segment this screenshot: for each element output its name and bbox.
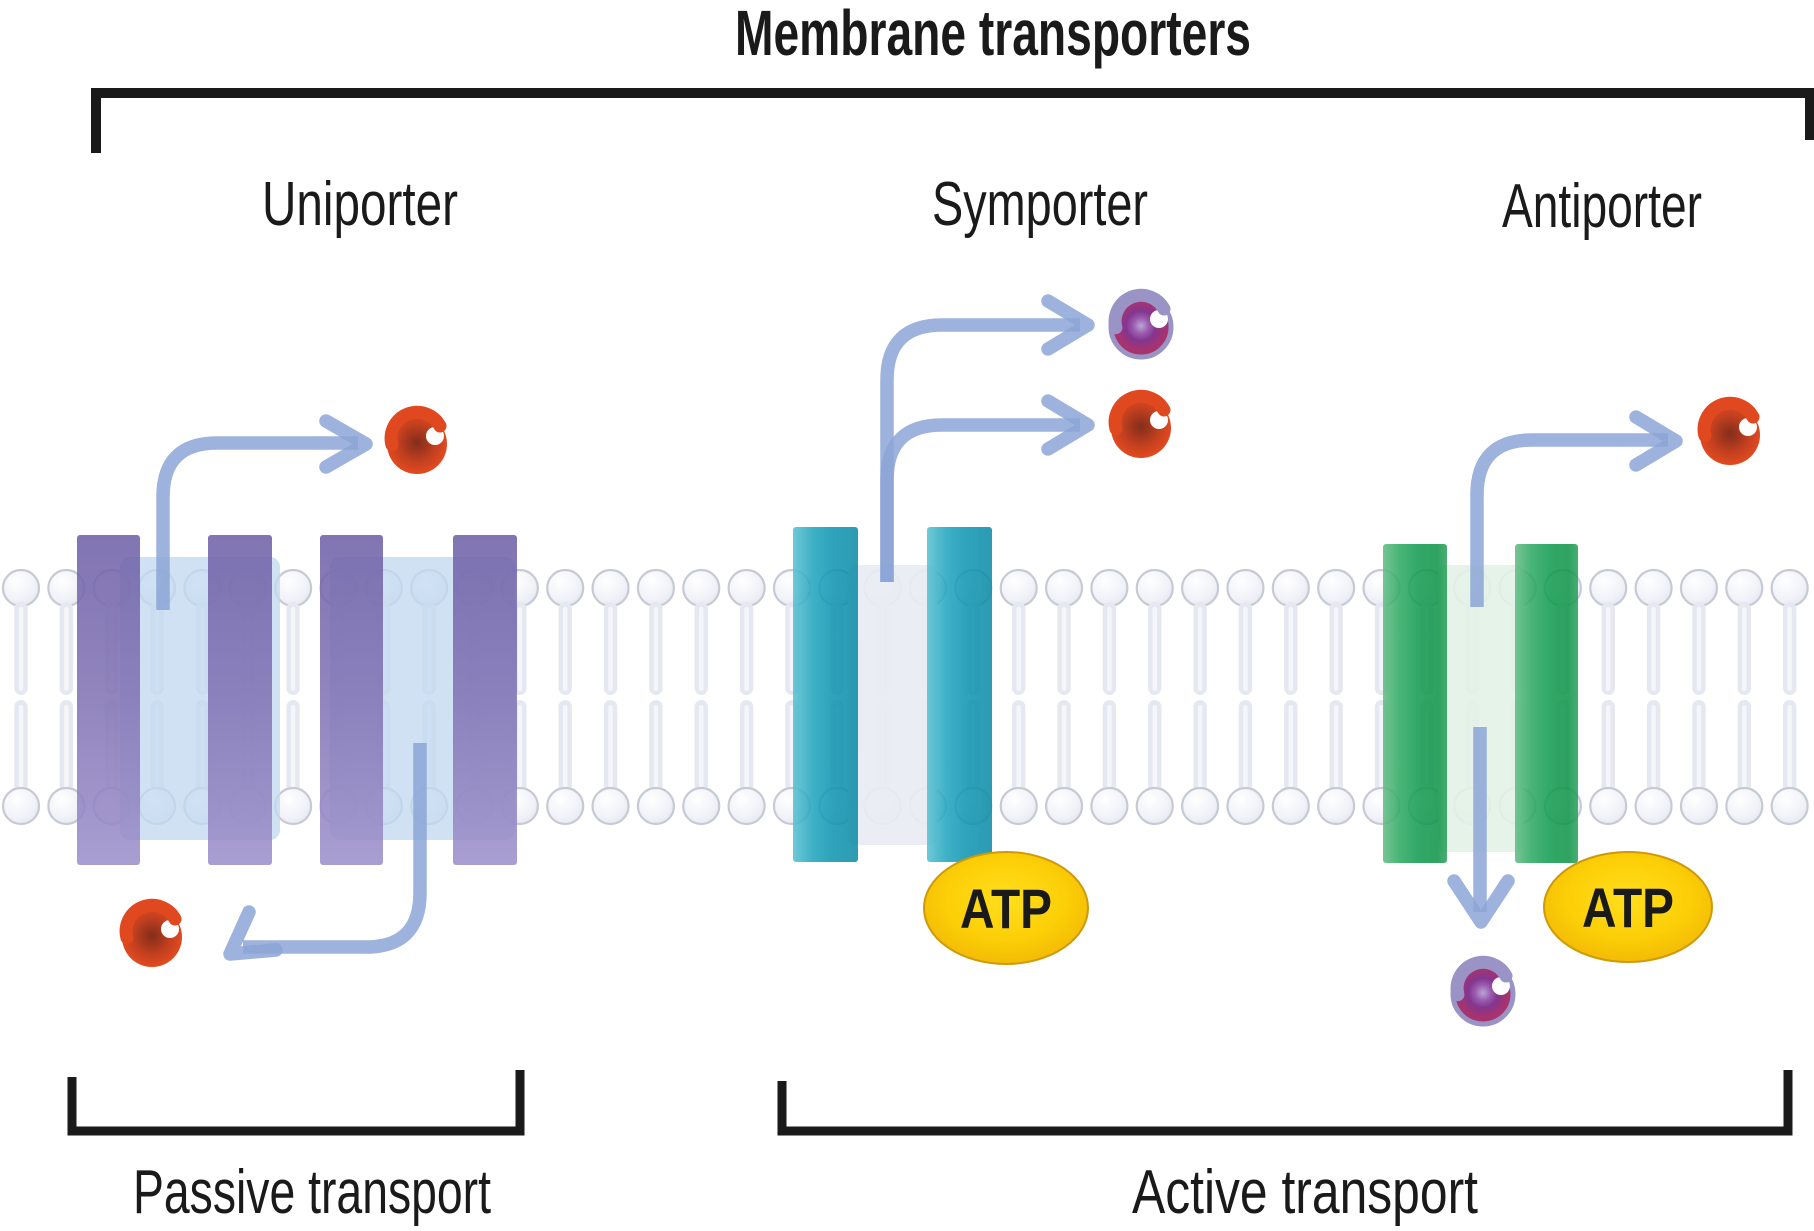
molecule-hook xyxy=(1108,288,1171,335)
uniporter-pillar-4 xyxy=(453,535,517,865)
lipid-column xyxy=(1317,568,1356,826)
uniporter-in-arrow xyxy=(243,743,427,954)
lipid-column xyxy=(1180,568,1220,826)
lipid-column xyxy=(682,568,721,826)
antiporter-pillars xyxy=(1383,544,1578,863)
symporter-label: Symporter xyxy=(932,170,1148,239)
molecule-hook xyxy=(1450,955,1513,1002)
bracket-passive xyxy=(67,1070,525,1136)
lipid-column xyxy=(1634,568,1673,826)
symporter-pillar-2 xyxy=(927,527,992,862)
atp-label: ATP xyxy=(960,877,1052,940)
molecule-red xyxy=(384,405,447,474)
transported-molecules xyxy=(119,288,1760,1027)
uniporter-pillar-2 xyxy=(208,535,272,865)
symporter-arrow-2 xyxy=(880,418,1080,582)
molecule-red xyxy=(1108,389,1171,458)
antiporter-label: Antiporter xyxy=(1502,172,1702,241)
lipid-column xyxy=(546,568,585,826)
molecule-hook xyxy=(384,405,447,452)
uniporter-label: Uniporter xyxy=(262,170,458,239)
molecule-hook xyxy=(1108,389,1171,436)
antiporter-atp: ATP xyxy=(1543,851,1713,963)
lipid-column xyxy=(999,568,1038,826)
lipid-column xyxy=(1044,568,1084,826)
lipid-column xyxy=(274,568,313,826)
symporter-arrow-1 xyxy=(880,318,1080,582)
bracket-top xyxy=(91,88,1814,153)
lipid-column xyxy=(1679,568,1719,826)
lipid-column xyxy=(727,568,766,826)
symporter-atp: ATP xyxy=(923,851,1089,965)
lipid-column xyxy=(1725,568,1764,826)
symporter-pillars xyxy=(793,527,992,862)
antiporter-pillar-2 xyxy=(1515,544,1578,863)
symporter-arrowhead-2-icon xyxy=(1041,394,1095,456)
antiporter-out-arrow xyxy=(1470,433,1668,607)
antiporter-in-arrowhead-icon xyxy=(1447,874,1515,929)
atp-ellipse xyxy=(1543,851,1713,963)
active-transport-label: Active transport xyxy=(1132,1158,1478,1227)
symporter-pillar-1 xyxy=(793,527,858,862)
symporter-channel xyxy=(848,565,937,845)
lipid-column xyxy=(1135,568,1174,826)
molecule-purple xyxy=(1108,288,1174,360)
molecule-red xyxy=(1697,396,1760,465)
transport-arrows xyxy=(156,294,1683,961)
bracket-active xyxy=(777,1070,1793,1136)
uniporter-pillar-1 xyxy=(77,535,140,865)
lipid-column xyxy=(1589,568,1628,826)
atp-label: ATP xyxy=(1582,876,1674,939)
symporter-arrowhead-1-icon xyxy=(1041,294,1095,356)
uniporter-in-arrowhead-icon xyxy=(223,905,283,961)
uniporter-out-arrowhead-icon xyxy=(319,414,373,474)
lipid-column xyxy=(1271,568,1310,826)
lipid-column xyxy=(636,568,676,826)
uniporter-pillars xyxy=(77,535,517,865)
molecule-red xyxy=(119,898,182,967)
lipid-column xyxy=(1090,568,1129,826)
lipid-column xyxy=(1770,568,1809,826)
molecule-hook xyxy=(1697,396,1760,443)
uniporter-pillar-3 xyxy=(320,535,383,865)
lipid-column xyxy=(1226,568,1265,826)
antiporter-pillar-1 xyxy=(1383,544,1447,863)
atp-ellipse xyxy=(923,851,1089,965)
passive-transport-label: Passive transport xyxy=(133,1158,491,1227)
antiporter-out-arrowhead-icon xyxy=(1629,410,1683,472)
molecule-purple xyxy=(1450,955,1516,1027)
lipid-column xyxy=(591,568,630,826)
molecule-hook xyxy=(119,898,182,945)
uniporter-out-arrow xyxy=(156,436,358,610)
page-title: Membrane transporters xyxy=(735,0,1251,69)
antiporter-channel xyxy=(1438,565,1524,852)
lipid-column xyxy=(1,568,41,826)
